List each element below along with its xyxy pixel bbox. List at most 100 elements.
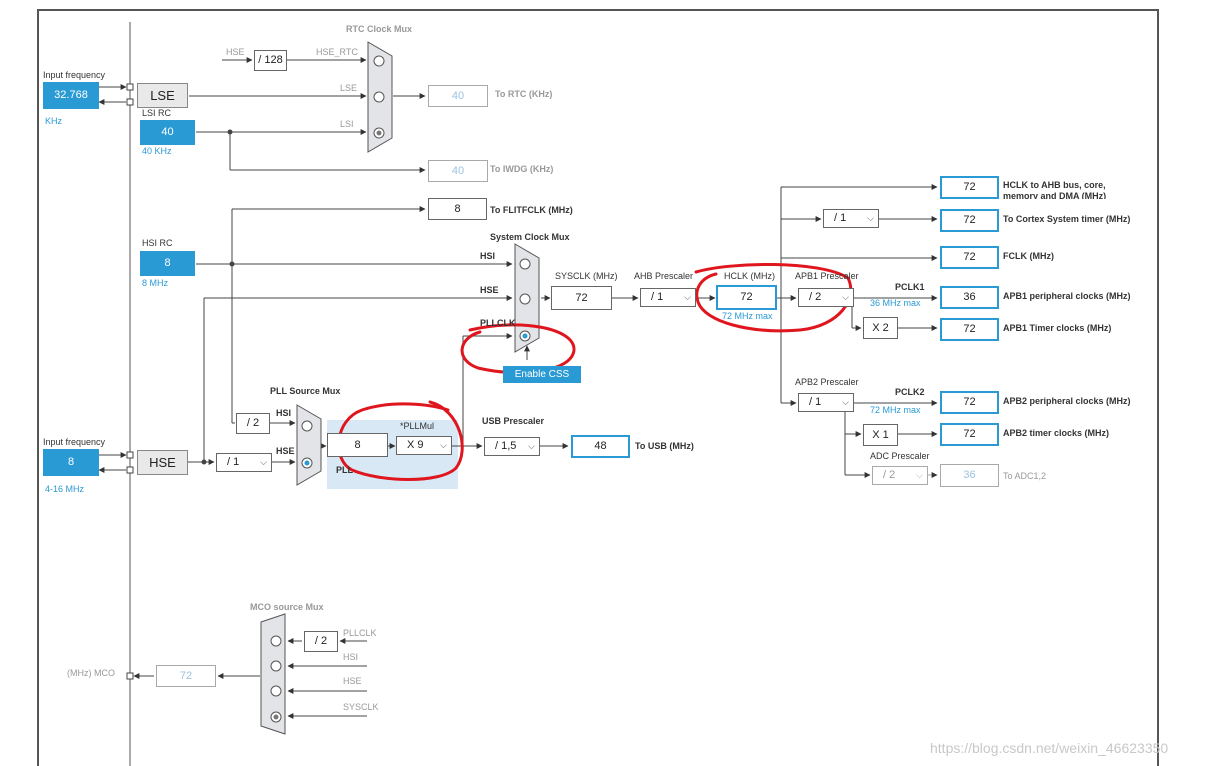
ahb-prescaler-value: / 1	[651, 291, 664, 303]
chevron-down-icon: ⌵	[842, 397, 849, 407]
pclk2-max-label: 72 MHz max	[870, 405, 921, 415]
flitf-output-label: To FLITFCLK (MHz)	[490, 205, 573, 215]
lse-source-block[interactable]: LSE	[137, 83, 188, 108]
rtc-output-label: To RTC (KHz)	[495, 89, 553, 99]
apb1-timer-output[interactable]: 72	[940, 318, 999, 341]
apb2-timer-output[interactable]: 72	[940, 423, 999, 446]
lse-input-frequency-label: Input frequency	[43, 70, 106, 80]
hclk-label: HCLK (MHz)	[724, 271, 775, 281]
cortex-timer-output[interactable]: 72	[940, 209, 999, 232]
lsi-unit-label: 40 KHz	[142, 146, 172, 156]
chevron-down-icon: ⌵	[916, 470, 923, 480]
adc-prescaler-value: / 2	[883, 469, 896, 481]
pclk1-max-label: 36 MHz max	[870, 298, 921, 308]
rtc-output-value: 40	[428, 85, 488, 107]
hse-frequency-input[interactable]: 8	[43, 449, 99, 476]
pll-mux-hsi-label: HSI	[276, 408, 292, 418]
lse-frequency-input[interactable]: 32.768	[43, 82, 99, 109]
pll-mux-hse-label: HSE	[276, 446, 295, 456]
adc-prescaler-label: ADC Prescaler	[870, 451, 930, 461]
usb-output[interactable]: 48	[571, 435, 630, 458]
flitf-output-value: 8	[428, 198, 487, 220]
mco-pll-div2-box: / 2	[304, 631, 338, 652]
pclk1-label: PCLK1	[895, 282, 925, 292]
cortex-timer-output-label: To Cortex System timer (MHz)	[1003, 214, 1131, 224]
apb2-prescaler-select[interactable]: / 1 ⌵	[798, 393, 854, 412]
usb-prescaler-label: USB Prescaler	[482, 416, 545, 426]
hclk-input[interactable]: 72	[716, 285, 777, 310]
pllmul-value: X 9	[407, 439, 424, 451]
hclk-max-label: 72 MHz max	[722, 311, 773, 321]
iwdg-output-label: To IWDG (KHz)	[490, 164, 554, 174]
hsi-div2-box: / 2	[236, 413, 270, 434]
apb1-prescaler-select[interactable]: / 2 ⌵	[798, 288, 854, 307]
hse-range-label: 4-16 MHz	[45, 484, 85, 494]
chevron-down-icon: ⌵	[260, 457, 267, 467]
chevron-down-icon: ⌵	[528, 441, 535, 451]
hse-div128-box: / 128	[254, 50, 287, 71]
adc-output[interactable]: 36	[940, 464, 999, 487]
rtc-lse-input-label: LSE	[340, 83, 358, 93]
pclk2-label: PCLK2	[895, 387, 925, 397]
apb1-timer-output-label: APB1 Timer clocks (MHz)	[1003, 323, 1112, 333]
ahb-prescaler-label: AHB Prescaler	[634, 271, 694, 281]
pll-source-mux-title: PLL Source Mux	[270, 386, 341, 396]
lsi-rc-title: LSI RC	[142, 108, 172, 118]
mco-hsi-label: HSI	[343, 652, 359, 662]
hsi-rc-title: HSI RC	[142, 238, 173, 248]
hclk-ahb-output[interactable]: 72	[940, 176, 999, 199]
cortex-divider-value: / 1	[834, 212, 847, 224]
mco-hse-label: HSE	[343, 676, 362, 686]
apb1-peripheral-output-label: APB1 peripheral clocks (MHz)	[1003, 291, 1131, 301]
ahb-prescaler-select[interactable]: / 1 ⌵	[640, 288, 696, 307]
fclk-output-label: FCLK (MHz)	[1003, 251, 1054, 261]
hse-predivider-value: / 1	[227, 456, 240, 468]
hse-source-block[interactable]: HSE	[137, 450, 188, 475]
iwdg-output-value: 40	[428, 160, 488, 182]
apb2-prescaler-label: APB2 Prescaler	[795, 377, 859, 387]
usb-prescaler-select[interactable]: / 1,5 ⌵	[484, 437, 540, 456]
adc-prescaler-select[interactable]: / 2 ⌵	[872, 466, 928, 485]
chevron-down-icon: ⌵	[842, 292, 849, 302]
hse-predivider-select[interactable]: / 1 ⌵	[216, 453, 272, 472]
apb1-prescaler-label: APB1 Prescaler	[795, 271, 859, 281]
pllmul-select[interactable]: X 9 ⌵	[396, 436, 452, 455]
pll-input-value: 8	[327, 433, 388, 457]
mco-output-value: 72	[156, 665, 216, 687]
apb2-peripheral-output[interactable]: 72	[940, 391, 999, 414]
apb2-prescaler-value: / 1	[809, 396, 822, 408]
lsi-rc-value: 40	[140, 120, 195, 145]
pllmul-label: *PLLMul	[400, 421, 435, 431]
sysclk-mux-hsi-label: HSI	[480, 251, 496, 261]
rtc-lsi-input-label: LSI	[340, 119, 354, 129]
enable-css-button[interactable]: Enable CSS	[503, 366, 581, 383]
apb1-peripheral-output[interactable]: 36	[940, 286, 999, 309]
usb-prescaler-value: / 1,5	[495, 440, 517, 452]
mco-sysclk-label: SYSCLK	[343, 702, 379, 712]
adc-output-label: To ADC1,2	[1003, 471, 1047, 481]
diagram-frame	[37, 9, 1159, 766]
mco-mux-title: MCO source Mux	[250, 602, 324, 612]
mco-output-label: (MHz) MCO	[67, 668, 115, 678]
chevron-down-icon: ⌵	[684, 292, 691, 302]
hsi-rc-value: 8	[140, 251, 195, 276]
mco-pllclk-label: PLLCLK	[343, 628, 377, 638]
usb-output-label: To USB (MHz)	[635, 441, 694, 451]
sysclk-label: SYSCLK (MHz)	[555, 271, 618, 281]
apb2-peripheral-output-label: APB2 peripheral clocks (MHz)	[1003, 396, 1131, 406]
fclk-output[interactable]: 72	[940, 246, 999, 269]
apb2-timer-output-label: APB2 timer clocks (MHz)	[1003, 428, 1110, 438]
rtc-mux-title: RTC Clock Mux	[346, 24, 413, 34]
hsi-unit-label: 8 MHz	[142, 278, 169, 288]
cortex-timer-divider-select[interactable]: / 1⌵	[823, 209, 879, 228]
apb1-timer-multiplier: X 2	[863, 317, 898, 339]
hse-input-frequency-label: Input frequency	[43, 437, 106, 447]
lse-unit-label: KHz	[45, 116, 63, 126]
hclk-ahb-output-label: HCLK to AHB bus, core, memory and DMA (M…	[1003, 180, 1107, 199]
chevron-down-icon: ⌵	[440, 440, 447, 450]
hse-rtc-label: HSE_RTC	[316, 47, 358, 57]
sysclk-mux-pllclk-label: PLLCLK	[480, 318, 516, 328]
apb1-prescaler-value: / 2	[809, 291, 822, 303]
apb2-timer-multiplier: X 1	[863, 424, 898, 446]
sysclk-value: 72	[551, 286, 612, 310]
